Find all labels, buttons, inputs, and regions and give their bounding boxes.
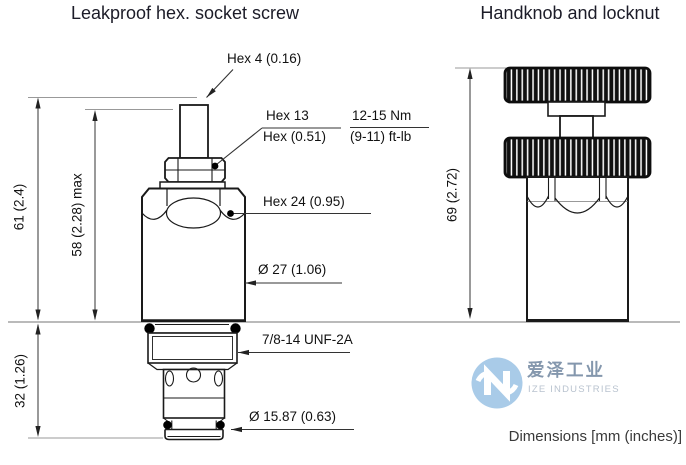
o-ring-left <box>144 323 155 334</box>
torque-metric-label: 12-15 Nm <box>352 108 412 123</box>
nose-o-ring-right <box>216 420 225 430</box>
dimension-lines <box>35 68 473 437</box>
watermark-company-name-cn: 爱泽工业 <box>527 360 605 380</box>
body-hex-label: Hex 24 (0.95) <box>263 194 345 209</box>
o-ring-right <box>230 323 241 334</box>
overall-height-dim: 61 (2.4) <box>11 183 27 231</box>
leakproof-valve-drawing <box>141 104 246 441</box>
thread-label: 7/8-14 UNF-2A <box>262 332 353 347</box>
ize-logo-icon <box>471 357 523 409</box>
hex-socket-label: Hex 4 (0.16) <box>227 51 302 66</box>
extension-lines <box>28 67 507 439</box>
max-screw-height-dim: 58 (2.28) max <box>69 173 85 257</box>
body-diameter-label: Ø 27 (1.06) <box>258 262 327 277</box>
watermark-company-name-en: IZE INDUSTRIES <box>528 384 620 395</box>
left-variant-title: Leakproof hex. socket screw <box>70 3 300 23</box>
nose-o-ring-left <box>163 420 172 430</box>
torque-imperial-label: (9-11) ft-lb <box>350 129 412 144</box>
cartridge-depth-dim: 32 (1.26) <box>12 353 28 409</box>
right-variant-title: Handknob and locknut <box>480 3 660 23</box>
handknob-height-dim: 69 (2.72) <box>444 167 460 223</box>
nose-diameter-label: Ø 15.87 (0.63) <box>249 409 337 424</box>
knurled-locknut <box>503 136 652 179</box>
handknob-valve-drawing <box>503 66 652 322</box>
handknob <box>503 66 652 104</box>
locknut-hex-in-label: Hex (0.51) <box>263 129 327 144</box>
units-note: Dimensions [mm (inches)] <box>508 428 682 445</box>
locknut-hex-mm-label: Hex 13 <box>266 108 309 123</box>
callout-leaders <box>206 69 429 433</box>
